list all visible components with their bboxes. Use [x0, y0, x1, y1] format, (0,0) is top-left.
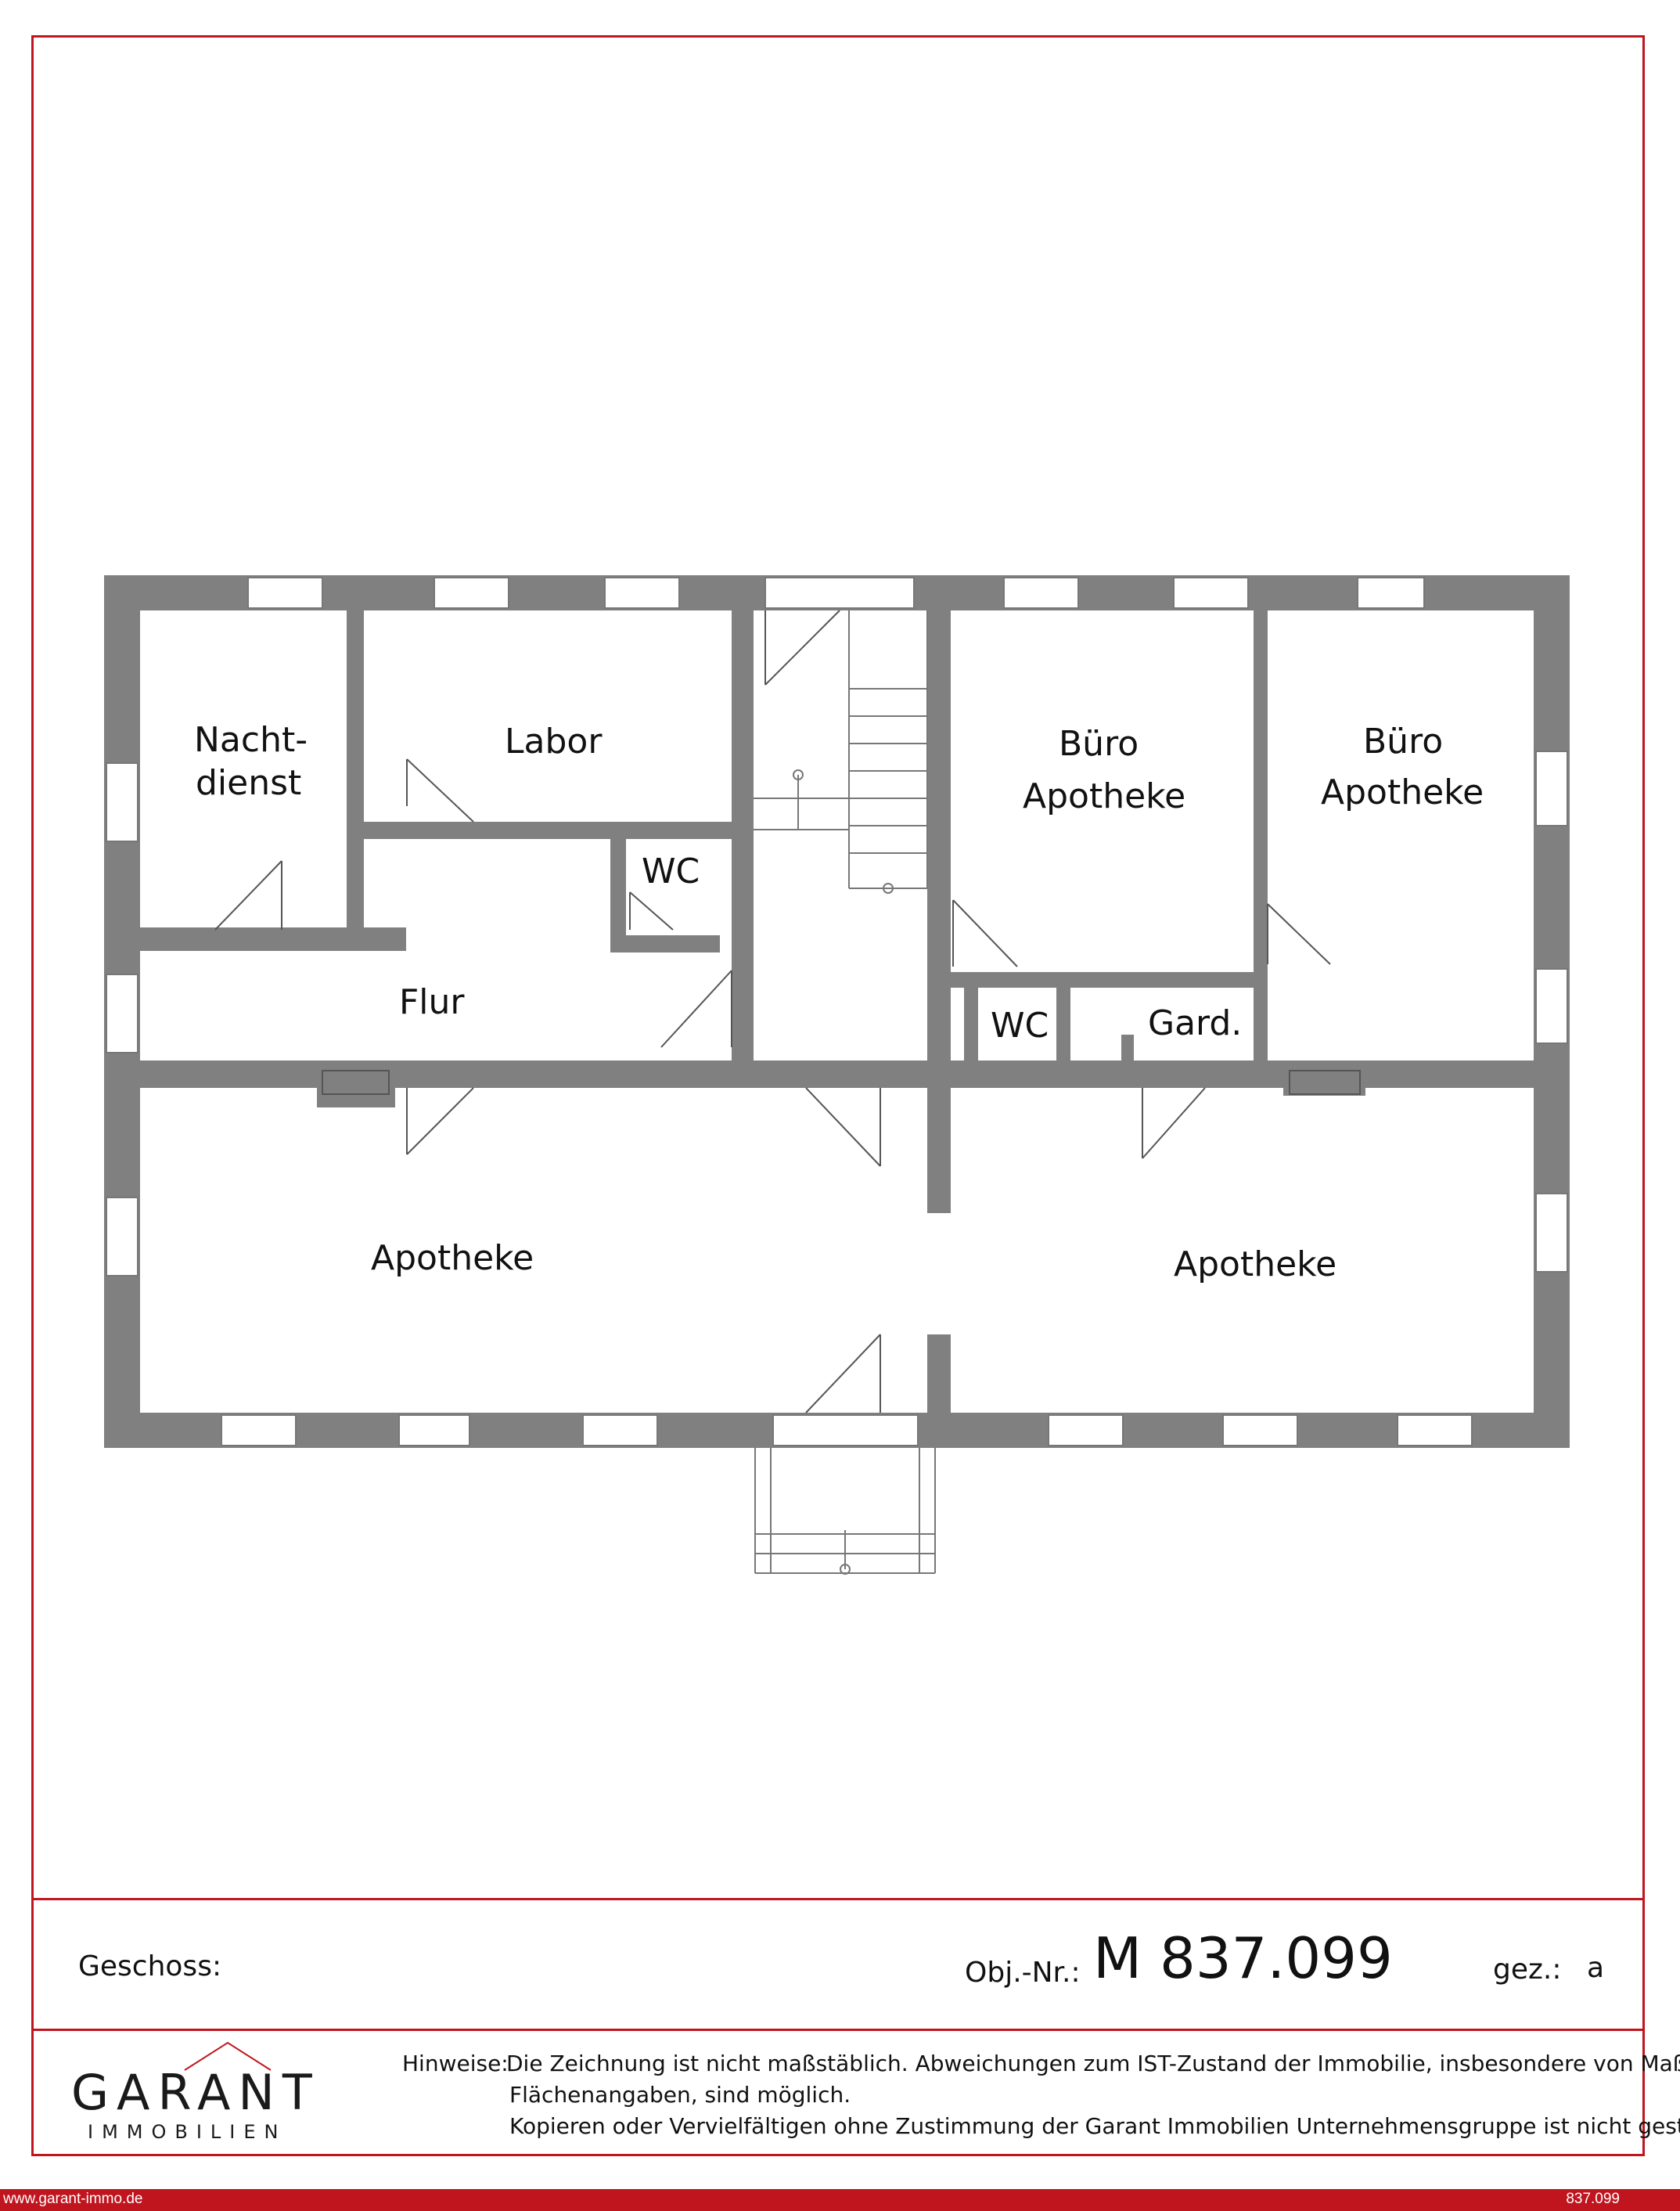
room-label-buero-2-line2: Apotheke [1321, 772, 1484, 812]
room-label-wc-1: WC [642, 852, 700, 891]
room-label-buero-1-line1: Büro [1059, 724, 1139, 764]
footer-url-link[interactable]: www.garant-immo.de [3, 2191, 143, 2207]
object-number: M 837.099 [1093, 1925, 1393, 1991]
hinweis-line-2: Flächenangaben, sind möglich. [509, 2082, 851, 2108]
room-label-nachtdienst-1: Nacht- [194, 720, 308, 760]
logo-subline: IMMOBILIEN [88, 2121, 287, 2143]
floor-plan: Nacht- dienst Labor WC Büro Apotheke Bür… [104, 575, 1570, 1575]
hinweis-line-3: Kopieren oder Vervielfältigen ohne Zusti… [509, 2113, 1680, 2139]
footer-bar [0, 2189, 1680, 2211]
hinweis-line-1: Die Zeichnung ist nicht maßstäblich. Abw… [506, 2051, 1680, 2076]
room-label-flur: Flur [399, 982, 465, 1022]
room-label-buero-1-line2: Apotheke [1023, 776, 1185, 816]
geschoss-label: Geschoss: [78, 1950, 222, 1982]
titleblock-separator-top [34, 1898, 1642, 1900]
drawn-by-value: a [1587, 1952, 1605, 1984]
room-label-garderobe: Gard. [1148, 1003, 1242, 1043]
logo-wordmark: GARANT [71, 2064, 320, 2121]
room-labels: Nacht- dienst Labor WC Büro Apotheke Bür… [194, 720, 1484, 1284]
object-number-label: Obj.-Nr.: [965, 1957, 1081, 1989]
drawn-by-label: gez.: [1493, 1954, 1562, 1986]
footer-reference: 837.099 [1566, 2191, 1620, 2207]
room-label-buero-2-line1: Büro [1363, 722, 1443, 762]
room-label-labor: Labor [505, 722, 603, 762]
walls [104, 575, 1570, 1448]
drawing-frame [31, 35, 1645, 2156]
hinweis-label: Hinweise: [402, 2051, 509, 2076]
garant-logo: GARANT IMMOBILIEN [67, 2039, 341, 2148]
stairs [754, 610, 936, 1575]
room-label-nachtdienst-2: dienst [196, 763, 301, 803]
logo-roof-icon [184, 2041, 272, 2071]
windows [106, 577, 1568, 1446]
titleblock-separator-bottom [34, 2029, 1642, 2031]
room-label-apotheke-left: Apotheke [371, 1238, 534, 1278]
doors [214, 610, 1361, 1413]
room-label-apotheke-right: Apotheke [1174, 1244, 1336, 1284]
room-label-wc-2: WC [991, 1006, 1049, 1046]
